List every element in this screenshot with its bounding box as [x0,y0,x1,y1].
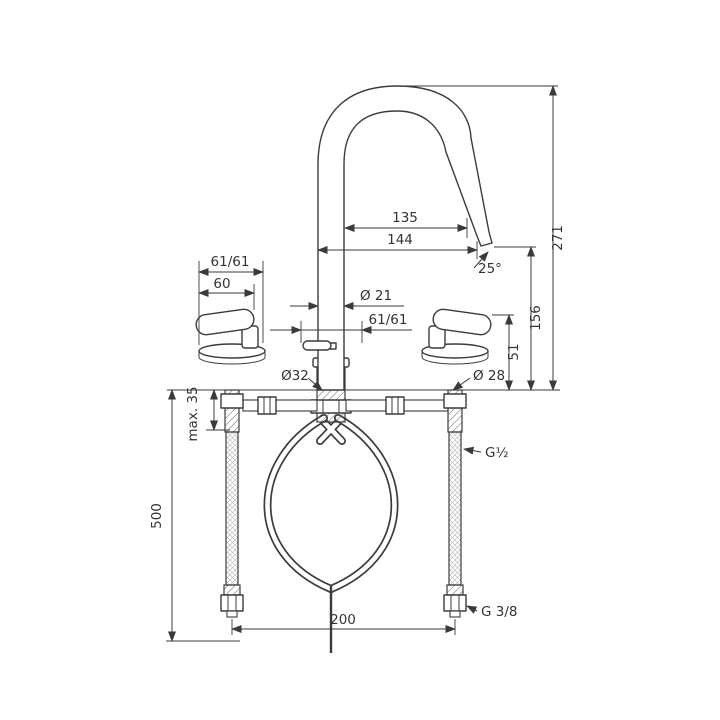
dim-200-label: 200 [330,612,356,628]
dimensions: 61/61 60 135 144 25° 271 156 51 [149,85,566,642]
spout [302,85,493,391]
dim-g12-group: G½ [463,445,509,461]
dim-156-label: 156 [528,305,544,331]
dim-135-label: 135 [392,210,418,226]
below-deck-assembly [220,365,467,653]
left-connector [242,396,318,415]
right-handle [421,308,492,365]
dim-dia28-label: Ø 28 [473,368,505,384]
dim-g38-label: G 3/8 [481,604,517,620]
dim-g38-group: G 3/8 [466,604,517,620]
dim-51-label: 51 [506,343,522,360]
dim-g12-label: G½ [485,445,509,461]
dim-271-label: 271 [550,225,566,251]
pop-up-lever [302,340,337,351]
right-valve-shank [443,389,467,618]
dim-144-label: 144 [387,232,413,248]
dim-max35-label: max. 35 [185,386,201,441]
right-connector [345,396,449,415]
left-handle [195,308,266,365]
dim-61-61-center-label: 61/61 [369,312,408,328]
supply-hose-loop [263,414,399,593]
dim-61-61-topleft-label: 61/61 [211,254,250,270]
dim-left-group: max. 35 500 [149,386,240,642]
dim-25deg-label: 25° [478,261,502,277]
left-valve-shank [220,389,244,618]
dim-dia32-label: Ø32 [281,368,309,384]
dim-dia21-label: Ø 21 [360,288,392,304]
hose-crossing [316,416,346,445]
dim-topleft-group: 61/61 60 [198,254,264,345]
dim-heights-group: 271 156 51 [402,85,566,391]
dim-200-group: 200 [231,612,456,635]
dim-base-diameters-group: Ø32 Ø 28 [281,368,505,391]
spout-outline [317,85,493,391]
dim-60-label: 60 [213,276,230,292]
dim-center-group: Ø 21 61/61 [270,288,412,343]
dim-reach-group: 135 144 25° [317,210,502,277]
dim-500-label: 500 [149,503,165,529]
